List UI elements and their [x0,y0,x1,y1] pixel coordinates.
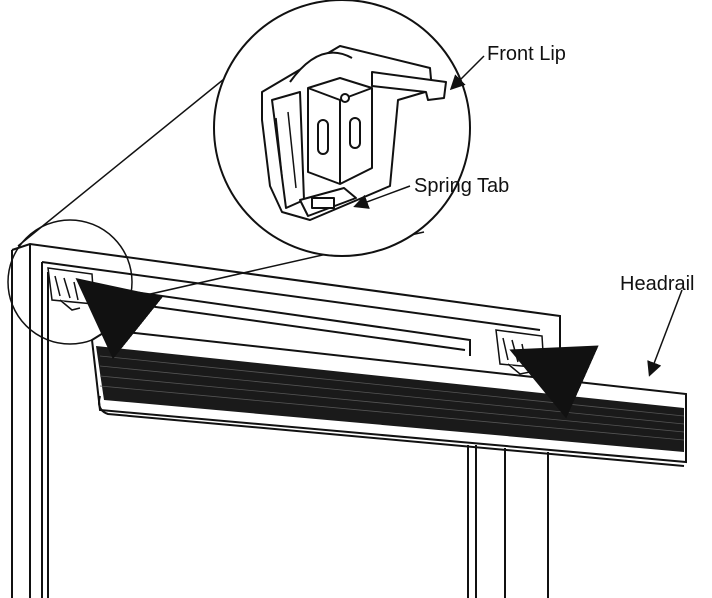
bracket-detail-view [213,0,471,257]
front-lip-label: Front Lip [487,43,566,65]
headrail [90,328,687,467]
left-bracket [47,267,95,311]
window-frame [11,242,561,598]
headrail-label: Headrail [620,273,695,295]
callout-leaders [353,55,683,377]
spring-tab-label: Spring Tab [414,175,510,197]
installation-arrows [75,278,599,419]
right-bracket [495,329,545,375]
